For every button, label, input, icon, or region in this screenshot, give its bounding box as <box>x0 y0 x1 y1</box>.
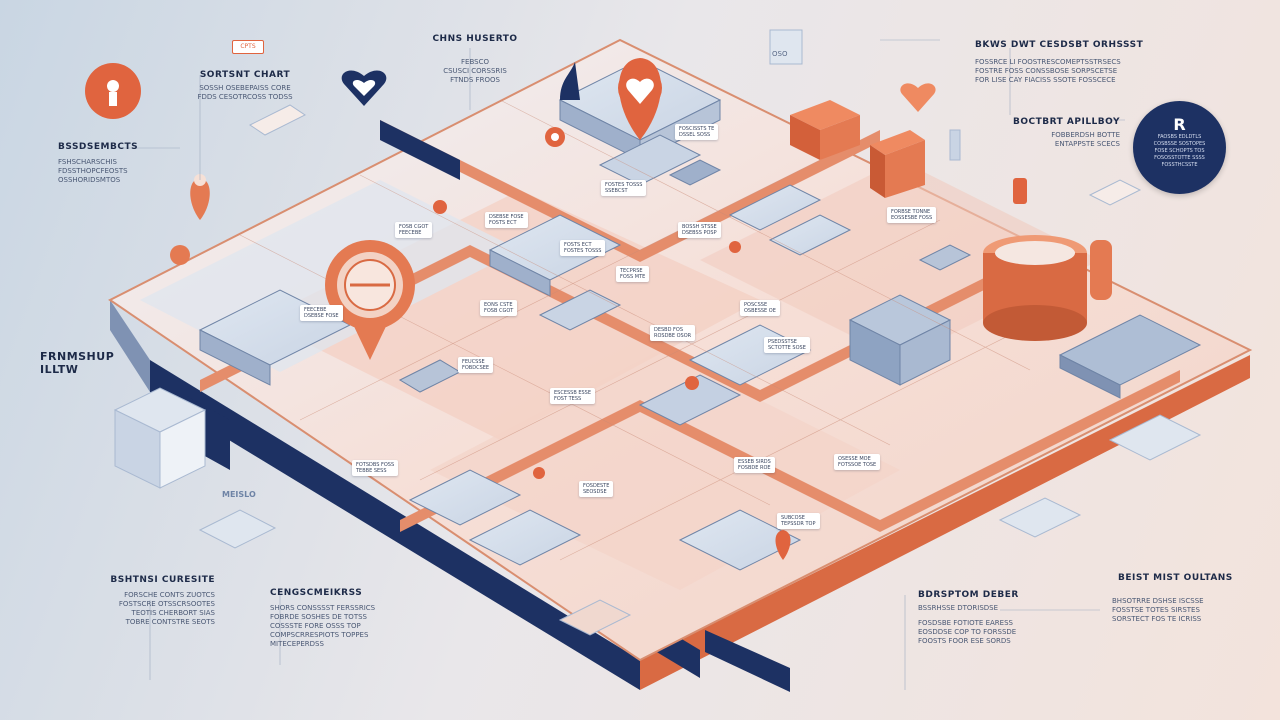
map-label-line: DESBD FOS <box>654 327 684 333</box>
annotation-top-left: SORTSNT CHART SOSSH OSEBEPAISS CORE FDDS… <box>197 70 293 101</box>
map-label-line: ESSEB SIRDS <box>738 459 771 465</box>
map-label-line: FOSB CGOT <box>399 224 429 230</box>
map-label-line: BOSSH STSSE <box>682 224 717 230</box>
map-label-line: FEECEBE <box>399 230 422 236</box>
annotation-top-center: CHNS HUSERTO FEBSCO CSUSCI CORSSRIS FTND… <box>432 34 518 84</box>
map-label-line: SUBCOSE <box>781 515 805 521</box>
annotation-left-upper: BSSDSEMBCTS FSHSCHARSCHIS FDSSTHOPCFEOST… <box>58 142 139 184</box>
map-label-line: ROSDBE OSOR <box>654 333 692 339</box>
map-label-line: FOTSDBS FOSS <box>356 462 395 468</box>
floor-grid <box>239 99 1081 561</box>
map-label-line: EONS CSTE <box>484 302 513 308</box>
map-label-line: SSEBCST <box>605 188 628 194</box>
annotation-bottom-center-right: BDRSPTOM DEBER BSSRHSSE DTORISDSE FOSDSB… <box>918 590 1019 645</box>
map-label-line: FOSTES TOSSS <box>605 182 643 188</box>
map-label-line: EOSSESBE FOSS <box>891 215 933 221</box>
annotation-bottom-center-left: CENGSCMEIKRSS SHORS CONSSSST FERSSRICS F… <box>270 588 376 648</box>
map-label-line: FOST TESS <box>554 396 582 402</box>
outside-props <box>113 29 1202 636</box>
map-label-line: SCTOTTE SOSE <box>768 345 806 351</box>
map-label-line: FOSS MTE <box>620 274 646 280</box>
map-label-line: FOSTS ECT <box>489 220 517 226</box>
map-label-line: PSEDSSTSE <box>768 339 797 345</box>
map-label-line: TEPSSDR TOP <box>781 521 816 527</box>
leader-lines <box>120 39 1125 690</box>
annotation-mid-right: BOCTBRT APILLBOY FOBBERDSH BOTTE ENTAPPS… <box>1013 117 1120 148</box>
map-label-line: FOSTES TOSSS <box>564 248 602 254</box>
map-label-line: FOSDESTE <box>583 483 610 489</box>
annotation-bottom-left: BSHTNSI CURESITE FORSCHE CONTS ZUOTCS FO… <box>110 575 215 626</box>
brand-logo-icon: R <box>1173 115 1186 134</box>
map-label-line: FORBSE TONNE <box>891 209 931 215</box>
map-label-line: FOSB CGOT <box>484 308 514 314</box>
corner-tag: CPTS <box>232 40 264 54</box>
plaque-label: MEISLO <box>222 490 256 499</box>
map-label-line: DSEBSS POSP <box>682 230 717 236</box>
map-label-line: ESCESSB ESSE <box>554 390 592 396</box>
map-label-line: POSCSSE <box>744 302 768 308</box>
map-label-line: OSBESSE OE <box>744 308 776 314</box>
map-label-line: DSEBSE FOSE <box>304 313 339 319</box>
map-label-line: SEOSDSE <box>583 489 607 495</box>
orange-building-objects <box>790 100 1112 341</box>
sign-label: OSO <box>772 50 788 58</box>
map-label-line: OSESSE MOE <box>838 456 871 462</box>
map-label-line: FEECEBE <box>304 307 327 313</box>
map-label-line: FEUCSSE <box>462 359 485 365</box>
map-pins <box>85 58 1027 560</box>
map-label-line: FOSTS ECT <box>564 242 592 248</box>
pin-icon-bottom <box>775 530 791 560</box>
annotation-bottom-right: BEIST MIST OULTANS BHSOTRRE DSHSE ISCSSE… <box>1112 573 1233 623</box>
annotation-left-mid: FRNMSHUP ILLTW <box>40 350 115 376</box>
map-label-line: FOSCISSTS TE <box>679 126 715 132</box>
annotation-top-right: BKWS DWT CESDSBT ORHSSST FOSSRCE LI FOOS… <box>975 40 1144 84</box>
map-label-line: FOBDCSEE <box>462 365 490 371</box>
map-label-line: FOTSSOE TOSE <box>838 462 877 468</box>
info-circle-badge: R FAOSBS EDLDTLS COSBSSE SOSTOPES FOSE S… <box>1133 101 1226 194</box>
map-label-line: TEBBE SESS <box>356 468 387 474</box>
pin-icon-left <box>190 178 210 220</box>
map-label-line: TECPRSE <box>620 268 643 274</box>
map-label-line: FOSBDE ROE <box>738 465 771 471</box>
map-label-line: DSSEL SOSS <box>679 132 711 138</box>
small-heart-pin-icon <box>900 83 936 112</box>
map-label-line: DSEBSE FOSE <box>489 214 524 220</box>
